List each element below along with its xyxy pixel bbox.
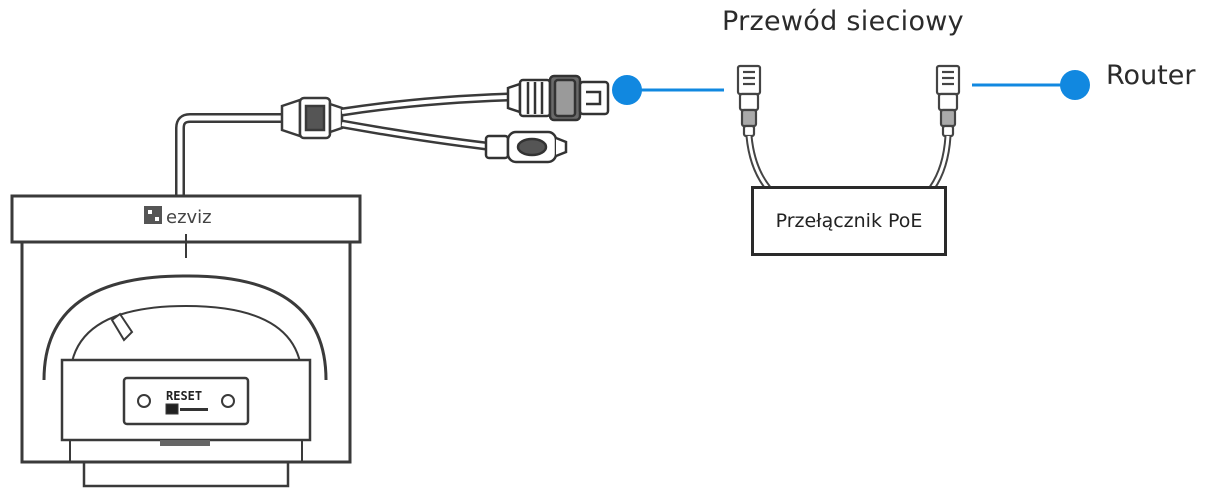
svg-text:ezviz: ezviz bbox=[166, 207, 212, 228]
camera-body-outline bbox=[20, 242, 352, 464]
poe-switch-box: Przełącznik PoE bbox=[751, 186, 947, 256]
network-cable-label: Przewód sieciowy bbox=[722, 6, 964, 37]
dome-camera bbox=[10, 194, 362, 488]
reset-panel bbox=[122, 376, 250, 426]
reset-label: RESET bbox=[166, 389, 202, 403]
camera-pigtail-cable bbox=[175, 113, 282, 196]
switch-cables bbox=[745, 135, 952, 191]
right-screw-icon bbox=[221, 394, 235, 408]
camera-base bbox=[82, 462, 290, 488]
power-lead bbox=[341, 119, 487, 151]
ethernet-lead bbox=[341, 92, 509, 117]
dc-power-connector bbox=[484, 130, 568, 164]
router-connection-dot bbox=[1060, 70, 1090, 100]
camera-connection-dot bbox=[612, 75, 642, 105]
camera-rj45-connector bbox=[506, 74, 610, 122]
camera-dome-outer bbox=[42, 274, 328, 381]
reset-button bbox=[165, 403, 179, 415]
router-label: Router bbox=[1106, 60, 1196, 91]
poe-switch-label: Przełącznik PoE bbox=[775, 210, 923, 232]
camera-lens-mark bbox=[110, 312, 134, 342]
left-screw-icon bbox=[137, 394, 151, 408]
camera-dome-inner bbox=[69, 304, 303, 381]
right-rj45-plug bbox=[935, 64, 961, 138]
ezviz-logo: ezviz bbox=[144, 206, 212, 228]
cable-splitter bbox=[280, 96, 344, 140]
left-rj45-plug bbox=[736, 64, 762, 138]
